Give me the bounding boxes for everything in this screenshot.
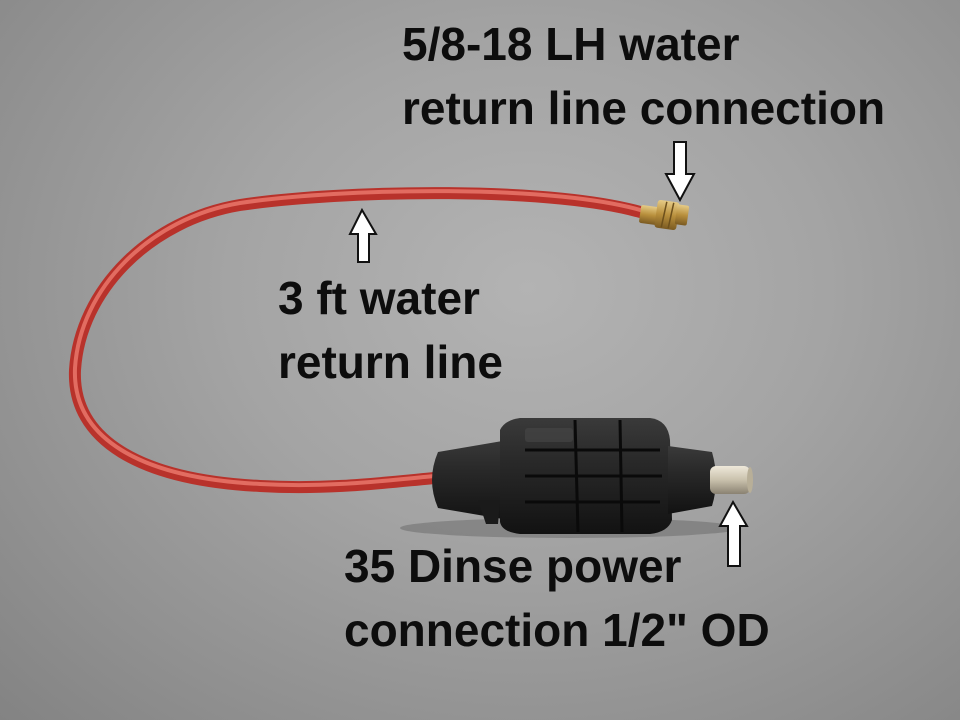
arrow-to-fitting-icon — [664, 141, 696, 203]
fitting-caption-line2: return line connection — [402, 82, 886, 134]
arrow-to-pin-icon — [718, 499, 749, 567]
brass-fitting — [639, 199, 690, 231]
arrow-to-hose-icon — [348, 207, 378, 263]
hose-caption-line1: 3 ft water — [278, 272, 480, 324]
dinse-connector — [400, 418, 753, 538]
dinse-caption: 35 Dinse power connection 1/2" OD — [344, 534, 770, 662]
fitting-caption: 5/8-18 LH water return line connection — [402, 12, 885, 140]
dinse-caption-line2: connection 1/2" OD — [344, 604, 770, 656]
hose-highlight — [72, 189, 652, 488]
hose-caption-line2: return line — [278, 336, 503, 388]
dinse-caption-line1: 35 Dinse power — [344, 540, 682, 592]
fitting-caption-line1: 5/8-18 LH water — [402, 18, 740, 70]
hose-caption: 3 ft water return line — [278, 266, 503, 394]
